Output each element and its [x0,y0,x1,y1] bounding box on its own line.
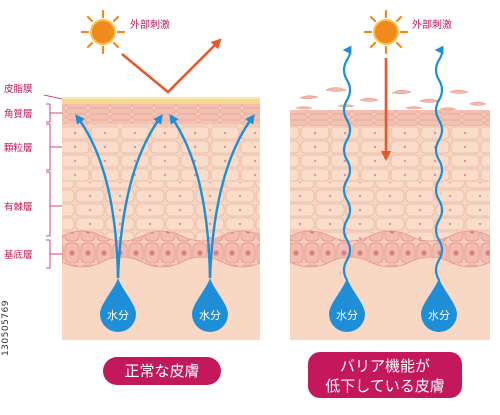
water-drop-icon-2: 水分 [192,278,228,332]
caption-normal-text: 正常な皮膚 [124,362,199,380]
layer-brackets [43,94,63,269]
water-arrow-3 [169,114,212,279]
damaged-skin-cross-section [290,110,490,340]
caption-damaged-line1: バリア機能が [340,357,430,375]
caption-damaged-skin: バリア機能が 低下している皮膚 [308,352,462,398]
water-drop-label-4: 水分 [428,309,450,322]
water-drop-label-3: 水分 [336,309,358,322]
water-arrow-1 [75,114,120,279]
left-water-arrows [75,114,255,279]
sun-icon-right [363,9,409,55]
right-water-escape-arrows [342,45,444,281]
water-drop-label-1: 水分 [107,309,129,322]
water-drop-label-2: 水分 [199,309,221,322]
caption-normal-skin: 正常な皮膚 [103,357,221,385]
water-drop-icon-4: 水分 [421,278,457,332]
escape-arrow-left [342,45,352,281]
water-drop-icon-1: 水分 [100,278,136,332]
label-stratum-corneum: 角質層 [4,108,33,120]
water-drop-icon-3: 水分 [329,278,365,332]
label-granular: 顆粒層 [4,142,33,154]
sun-label-right: 外部刺激 [412,18,452,31]
stock-image-id: 130505769 [1,300,11,357]
sun-label-left: 外部刺激 [130,18,170,31]
label-spinous: 有棘層 [4,201,33,213]
water-arrow-4 [208,114,255,279]
sun-icon-left [80,9,126,55]
label-basal: 基底層 [4,249,33,261]
normal-skin-cross-section [62,97,260,340]
flaking-scales [294,87,487,111]
caption-damaged-line2: 低下している皮膚 [325,377,445,395]
label-sebum: 皮脂膜 [4,83,33,95]
water-arrow-2 [116,114,163,279]
escape-arrow-right [434,45,444,281]
reflected-stimulus-arrow [121,38,222,94]
